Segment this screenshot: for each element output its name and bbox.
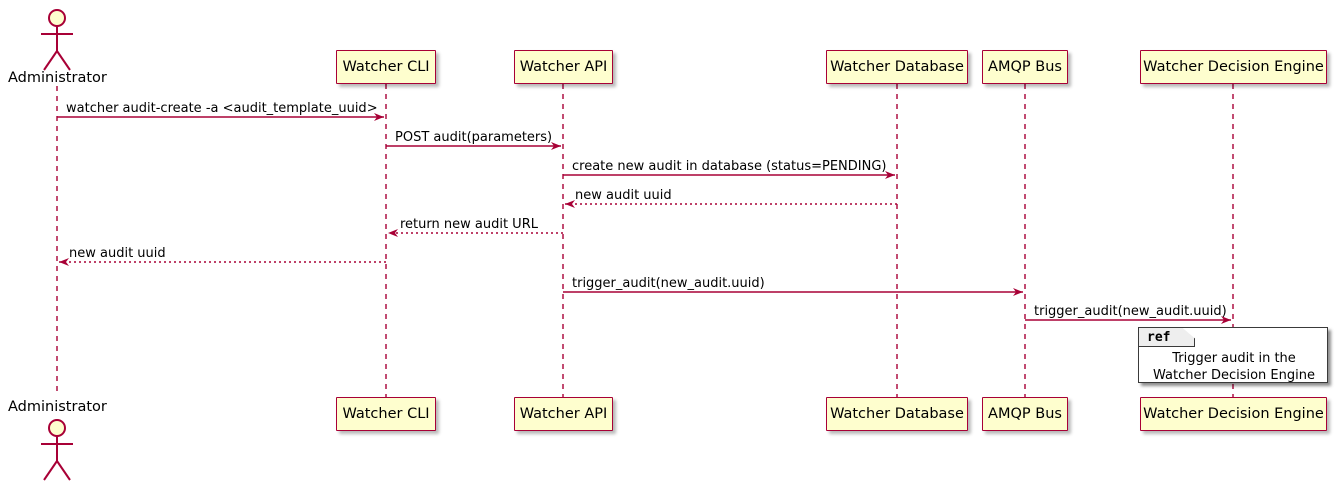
participant-label: AMQP Bus [988,405,1062,422]
actor-glyphs-group [41,9,73,481]
message-label-3: create new audit in database (status=PEN… [572,159,887,174]
participant-db-top[interactable]: Watcher Database [826,50,968,84]
participant-api-top[interactable]: Watcher API [514,50,613,84]
participant-label: Watcher API [519,58,608,75]
actor-figure-bottom-admin [41,419,73,481]
participant-label: Watcher API [519,405,608,422]
actor-leg-right [56,50,71,71]
actor-figure-top-admin [41,9,73,71]
lifelines-group [56,84,1234,398]
actor-label-admin-top: Administrator [8,70,107,86]
message-label-6: new audit uuid [69,246,166,261]
message-arrows-group [57,113,1231,324]
ref-fragment-tab-label: ref [1139,328,1195,347]
participant-label: Watcher Database [830,405,964,422]
participant-amqp-bottom[interactable]: AMQP Bus [982,397,1068,431]
actor-leg-left [43,460,58,481]
actor-leg-right [56,460,71,481]
participant-label: Watcher Database [830,58,964,75]
participant-cli-bottom[interactable]: Watcher CLI [336,397,436,431]
participant-api-bottom[interactable]: Watcher API [514,397,613,431]
participant-label: Watcher Decision Engine [1143,405,1324,422]
message-label-1: watcher audit-create -a <audit_template_… [66,101,378,116]
actor-label-admin-bottom: Administrator [8,399,107,415]
message-label-8: trigger_audit(new_audit.uuid) [1034,304,1227,319]
actor-head [48,419,66,437]
ref-fragment-body-text: Trigger audit in the Watcher Decision En… [1153,351,1315,383]
participant-db-bottom[interactable]: Watcher Database [826,397,968,431]
participant-decision-top[interactable]: Watcher Decision Engine [1140,50,1327,84]
actor-leg-left [43,50,58,71]
participant-label: Watcher CLI [342,405,430,422]
participant-amqp-top[interactable]: AMQP Bus [982,50,1068,84]
message-label-4: new audit uuid [575,188,672,203]
message-label-2: POST audit(parameters) [395,130,553,145]
participant-label: AMQP Bus [988,58,1062,75]
participant-cli-top[interactable]: Watcher CLI [336,50,436,84]
actor-head [48,9,66,27]
participant-label: Watcher Decision Engine [1143,58,1324,75]
participant-label: Watcher CLI [342,58,430,75]
message-label-5: return new audit URL [400,217,538,232]
participant-decision-bottom[interactable]: Watcher Decision Engine [1140,397,1327,431]
message-label-7: trigger_audit(new_audit.uuid) [572,276,765,291]
